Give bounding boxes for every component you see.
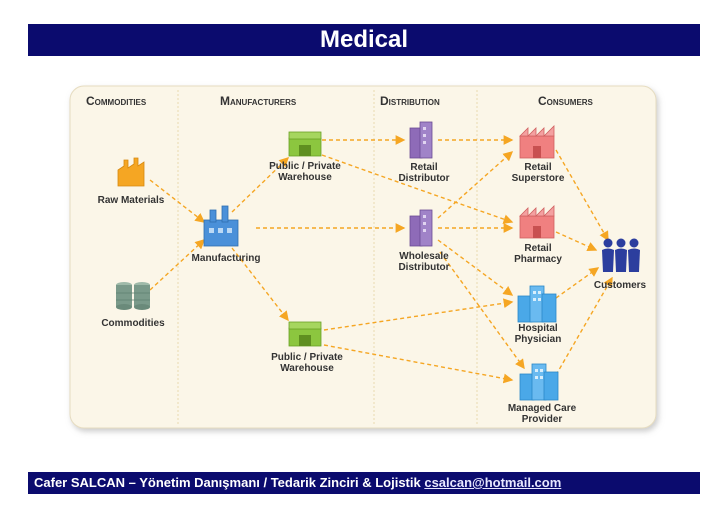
raw-materials-icon	[117, 157, 145, 187]
label-warehouse-top-line1: Public / Private	[269, 161, 341, 172]
slide-title: Medical	[28, 24, 700, 56]
arrow-hospital-to-customers	[555, 267, 600, 299]
footer-author: Cafer SALCAN – Yönetim Danışmanı / Tedar…	[34, 475, 425, 490]
commodities-icon	[116, 282, 150, 310]
label-wholesale-distributor-line2: Distributor	[398, 262, 449, 273]
arrow-wholesale-to-managed-care	[439, 251, 525, 370]
arrow-manufacturing-to-warehouse-top	[231, 157, 290, 213]
arrow-commodities-to-manufacturing	[149, 239, 206, 291]
label-manufacturing: Manufacturing	[192, 253, 261, 264]
hospital-icon	[517, 285, 557, 323]
arrow-pharmacy-to-customers	[555, 231, 598, 252]
label-hospital-physician-line1: Hospital	[518, 323, 558, 334]
arrow-warehouse-bottom-to-hospital	[323, 298, 514, 331]
warehouse-top-icon	[288, 131, 322, 157]
label-warehouse-bottom-line1: Public / Private	[271, 352, 343, 363]
label-raw-materials: Raw Materials	[98, 195, 165, 206]
arrow-wholesale-to-superstore	[437, 151, 514, 219]
arrow-managed-care-to-customers	[555, 276, 613, 376]
diagram-panel	[69, 85, 657, 429]
label-customers: Customers	[594, 280, 647, 291]
label-wholesale-distributor-line1: Wholesale	[399, 251, 449, 262]
retail-pharmacy-icon	[519, 205, 555, 239]
footer-email-link[interactable]: csalcan@hotmail.com	[424, 475, 562, 490]
label-hospital-physician-line2: Physician	[515, 334, 562, 345]
column-header-manufacturers: Manufacturers	[220, 94, 297, 108]
label-retail-distributor-line2: Distributor	[398, 173, 449, 184]
arrow-warehouse-bottom-to-managed-care	[323, 344, 514, 384]
warehouse-bottom-icon	[288, 321, 322, 347]
customers-icon	[602, 238, 640, 272]
wholesale-distributor-icon	[409, 209, 433, 247]
arrow-raw-to-manufacturing	[149, 179, 206, 223]
label-warehouse-bottom-line2: Warehouse	[280, 363, 334, 374]
arrow-wholesale-to-hospital	[437, 239, 514, 296]
label-retail-superstore-line2: Superstore	[512, 173, 565, 184]
arrow-manufacturing-to-warehouse-bottom	[231, 247, 289, 322]
managed-care-icon	[519, 363, 559, 401]
label-retail-pharmacy-line2: Pharmacy	[514, 254, 562, 265]
column-header-commodities: Commodities	[86, 94, 147, 108]
label-managed-care-line2: Provider	[522, 414, 563, 425]
label-retail-distributor-line1: Retail	[410, 162, 437, 173]
label-warehouse-top-line2: Warehouse	[278, 172, 332, 183]
retail-distributor-icon	[409, 121, 433, 159]
retail-superstore-icon	[519, 125, 555, 159]
arrow-warehouse-top-to-pharmacy	[321, 154, 514, 224]
arrow-superstore-to-customers	[555, 149, 609, 242]
column-header-consumers: Consumers	[538, 94, 594, 108]
label-retail-pharmacy-line1: Retail	[524, 243, 551, 254]
column-header-distribution: Distribution	[380, 94, 440, 108]
flow-arrows	[149, 135, 613, 384]
label-managed-care-line1: Managed Care	[508, 403, 577, 414]
factory-icon	[203, 205, 239, 247]
label-retail-superstore-line1: Retail	[524, 162, 551, 173]
footer-bar: Cafer SALCAN – Yönetim Danışmanı / Tedar…	[28, 472, 700, 494]
label-commodities: Commodities	[101, 318, 165, 329]
